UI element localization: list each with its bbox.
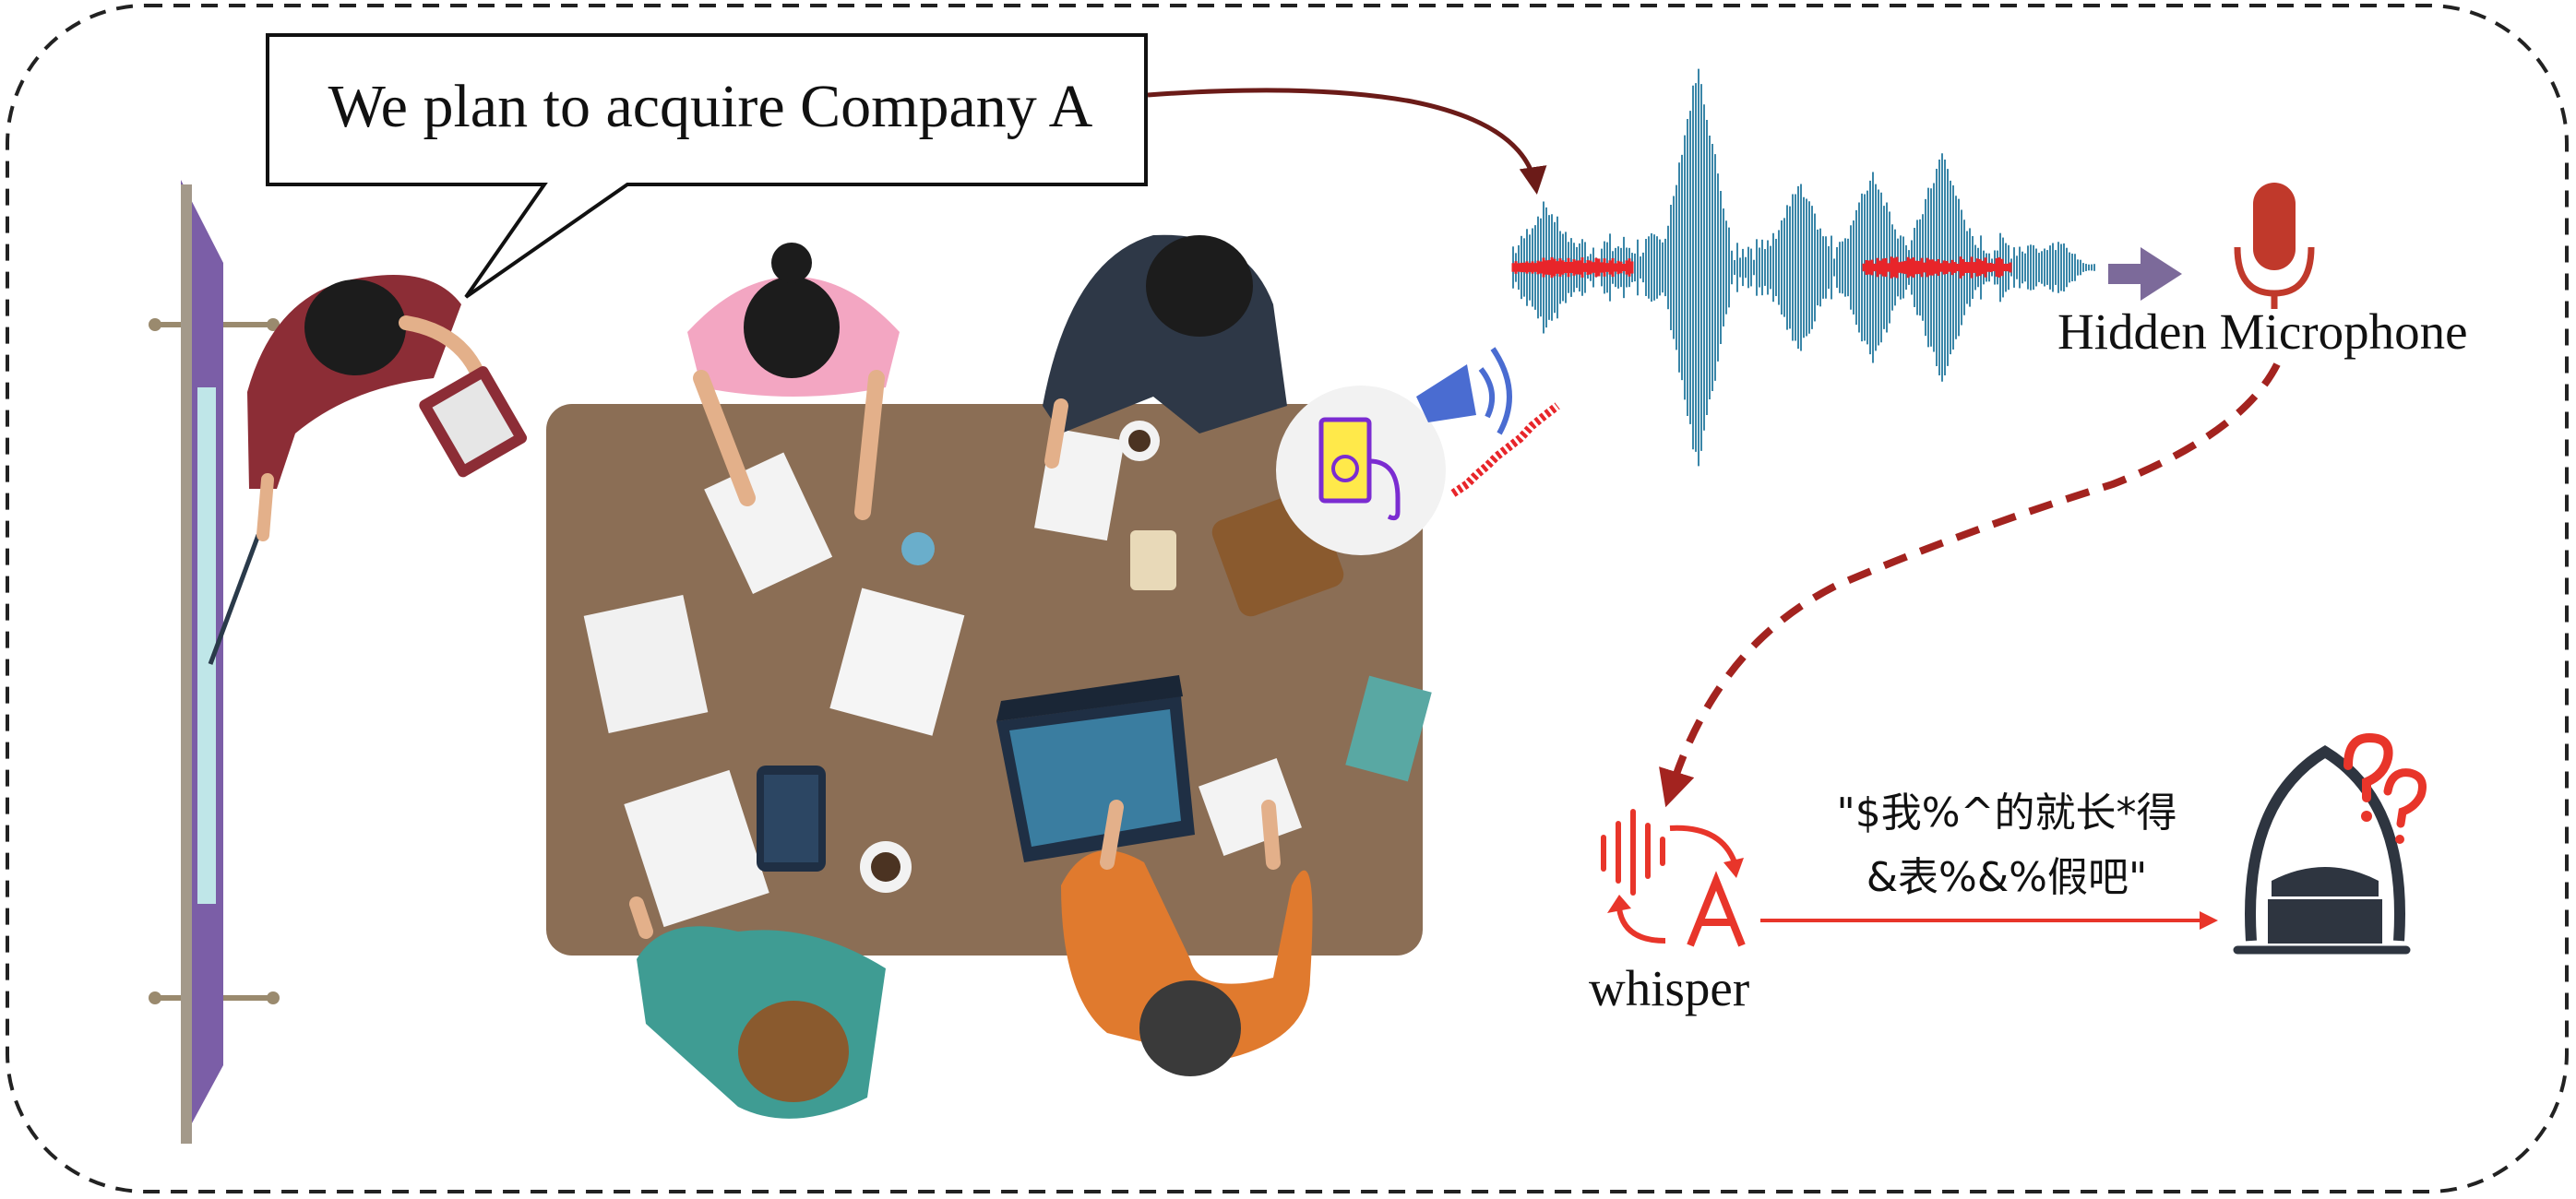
- garbled-transcript-line-2: &表%&%假吧": [1866, 854, 2148, 901]
- speech-bubble: [266, 33, 1148, 299]
- whiteboard: [149, 180, 280, 1144]
- mic-to-whisper-path: [1659, 362, 2281, 808]
- whisper-icon: [1601, 809, 1746, 947]
- person-teal: [629, 896, 886, 1119]
- speaker-horn-icon: [1416, 347, 1560, 497]
- presenter-figure: [247, 275, 528, 541]
- dashed-frame: [6, 4, 2569, 1193]
- whisper-label: whisper: [1589, 960, 1750, 1016]
- person-pink: [687, 243, 900, 520]
- person-dark-suit: [1043, 234, 1287, 469]
- speech-to-wave-arrow: [1147, 88, 1547, 195]
- microphone-icon: [2234, 183, 2315, 309]
- audio-player-icon: [1276, 386, 1446, 555]
- question-mark-icon: [2343, 732, 2427, 844]
- speech-bubble-text: We plan to acquire Company A: [328, 73, 1093, 140]
- garbled-transcript-line-1: "$我%^的就长*得: [1836, 789, 2177, 837]
- waveform: [1511, 68, 2095, 467]
- microphone-label: Hidden Microphone: [2057, 303, 2468, 360]
- wave-to-mic-arrow: [2108, 247, 2182, 301]
- eavesdropper-icon: [2233, 744, 2411, 955]
- person-orange: [1061, 800, 1313, 1076]
